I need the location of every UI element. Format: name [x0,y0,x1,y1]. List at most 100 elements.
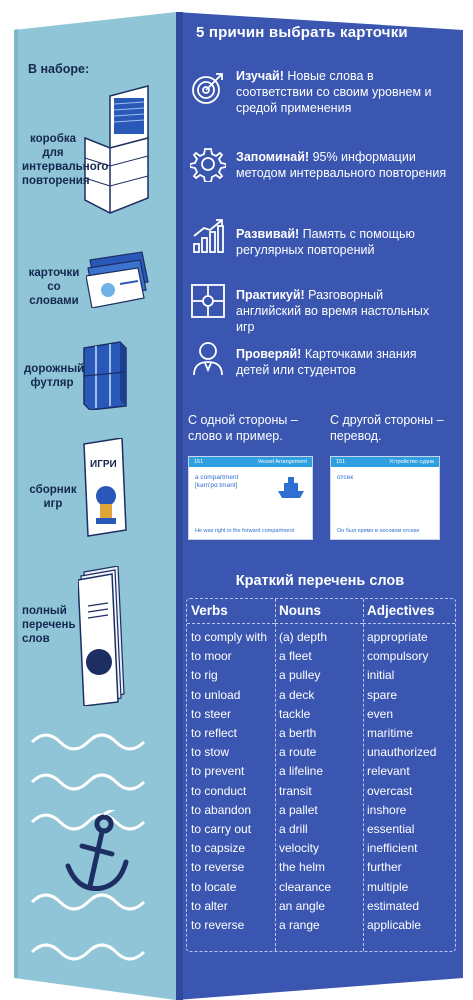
card-front-header: 151 Vessel Arrangement [189,457,312,467]
word-list-booklet-icon [78,566,125,706]
list-item: to reflect [191,726,238,741]
reason-3-text: Память с помощью регулярных повторений [236,227,415,257]
card-front-word: a compartment [195,474,239,481]
list-item: appropriate [367,630,428,644]
card-back-example: Он был прямо в носовом отсеке [337,528,420,534]
card-front-transcription: [kəm'pɑːtmənt] [195,482,238,489]
reason-1-text: Новые слова в соответствии со своим уров… [236,69,432,115]
nouns-column: Nouns (a) depth a fleet a pulley a deck … [275,599,363,951]
card-front-topic: Vessel Arrangement [257,459,307,465]
reason-4-text: Разговорный английский во время настольн… [236,288,430,334]
anchor-icon [65,810,129,892]
right-face-shade [176,12,183,1000]
list-item: to unload [191,687,241,702]
column-divider [275,599,276,951]
list-item: an angle [279,898,326,913]
reason-1-bold: Изучай! [236,69,284,83]
list-item: maritime [367,726,414,741]
list-item: to alter [191,898,228,913]
verbs-column: Verbs to comply with to moor to rig to u… [187,599,275,951]
list-item: (a) depth [279,630,328,644]
person-icon [193,342,223,376]
book-cover-title: ИГРИ [90,459,117,470]
reason-2-bold: Запоминай! [236,150,310,164]
list-item: a pulley [279,668,321,683]
reasons-title: 5 причин выбрать карточки [196,24,408,41]
game-book-icon [83,438,127,537]
reason-4-bold: Практикуй! [236,288,305,302]
item-label-box: коробка для интервального повторения [22,133,109,187]
list-item: to abandon [191,802,252,817]
card-front-word-block: a compartment [kəm'pɑːtmənt] [195,474,238,490]
cards-icon [86,251,149,308]
list-item: to carry out [191,822,252,837]
word-list-table: Verbs to comply with to moor to rig to u… [186,598,456,952]
list-item: a berth [279,726,317,741]
reason-5: Проверяй! Карточками знания детей или ст… [236,346,451,378]
card-back-word: отсек [337,474,354,481]
list-item: the helm [279,860,326,875]
side-two-caption: С другой стороны – перевод. [330,413,444,443]
list-item: a deck [279,687,315,702]
puzzle-icon [191,284,225,318]
adjectives-list: appropriate compulsory initial spare eve… [363,624,455,935]
list-item: relevant [367,764,410,779]
list-item: to prevent [191,764,245,779]
list-item: to capsize [191,841,246,856]
case-icon [83,341,127,410]
card-back-header: 151 Устройство судна [331,457,439,467]
adjectives-column: Adjectives appropriate compulsory initia… [363,599,455,951]
gear-icon [190,148,226,182]
list-item: transit [279,783,312,798]
item-label-word-list: полный перечень слов [22,605,76,645]
reason-1: Изучай! Новые слова в соответствии со св… [236,68,451,116]
list-item: further [367,860,402,875]
reason-2: Запоминай! 95% информации методом интерв… [236,149,451,181]
verbs-list: to comply with to moor to rig to unload … [187,624,275,935]
list-item: tackle [279,706,311,721]
column-divider [363,599,364,951]
list-item: a pallet [279,802,318,817]
list-item: a fleet [279,649,312,664]
item-label-case: дорожный футляр [24,363,85,389]
list-item: spare [367,687,398,702]
reason-3: Развивай! Память с помощью регулярных по… [236,226,451,258]
reason-4: Практикуй! Разговорный английский во вре… [236,287,451,335]
list-item: to reverse [191,918,245,933]
list-item: to stow [191,745,230,760]
set-heading: В наборе: [28,62,90,76]
nouns-list: (a) depth a fleet a pulley a deck tackle… [275,624,363,935]
list-item: velocity [279,841,320,856]
list-item: a lifeline [279,764,324,779]
list-item: to moor [191,649,232,664]
reason-3-bold: Развивай! [236,227,300,241]
list-item: to conduct [191,783,247,798]
list-item: initial [367,668,395,683]
list-item: applicable [367,918,422,933]
card-front-example: He was right in the forward compartment [195,528,295,534]
card-back-topic: Устройство судна [389,459,434,465]
list-item: a range [279,918,320,933]
list-item: overcast [367,783,413,798]
card-front: 151 Vessel Arrangement a compartment [kə… [188,456,313,540]
column-heading-verbs: Verbs [187,599,275,624]
list-item: to steer [191,706,232,721]
right-face [176,12,463,1000]
left-face-edge [14,29,18,978]
list-item: inefficient [367,841,418,856]
word-list-title: Краткий перечень слов [235,573,405,589]
card-back: 151 Устройство судна отсек Он был прямо … [330,456,440,540]
list-item: a route [279,745,317,760]
list-item: to comply with [191,630,268,644]
list-item: multiple [367,879,409,894]
wave-decoration [30,733,146,961]
list-item: unauthorized [367,745,437,760]
column-heading-adjectives: Adjectives [363,599,455,624]
list-item: to reverse [191,860,245,875]
side-one-caption: С одной стороны – слово и пример. [188,413,298,443]
list-item: inshore [367,802,407,817]
list-item: estimated [367,898,420,913]
reason-5-bold: Проверяй! [236,347,302,361]
growth-chart-icon [193,219,224,253]
item-label-game-book: сборник игр [29,484,77,510]
